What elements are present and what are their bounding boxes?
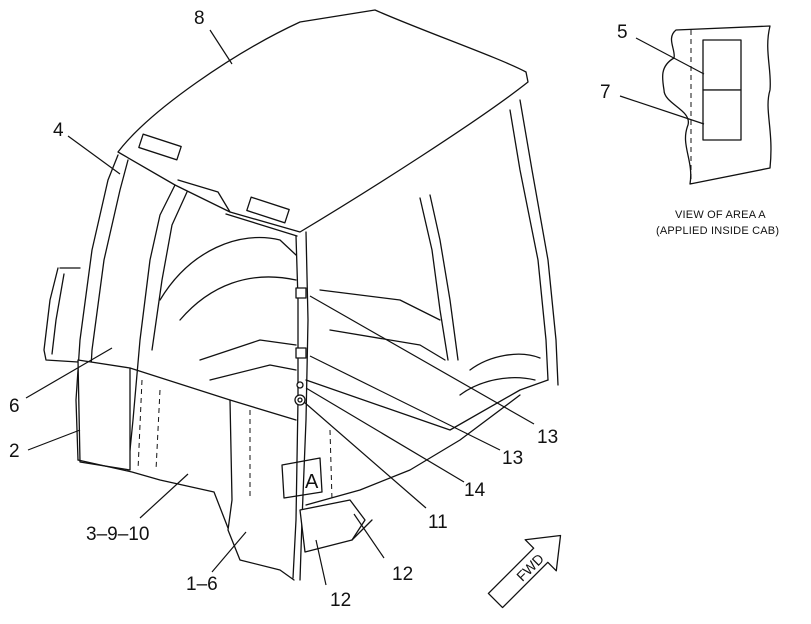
cab-frame	[43, 99, 559, 581]
callout-1-6: 1–6	[186, 574, 218, 595]
callout-14: 14	[464, 480, 486, 501]
inset-caption-line2: (APPLIED INSIDE CAB)	[656, 225, 779, 237]
inset-view-area-a: 5 7 VIEW OF AREA A (APPLIED INSIDE CAB)	[600, 22, 779, 237]
decal-markers	[294, 287, 307, 406]
callout-2: 2	[9, 441, 20, 462]
callout-12-bottom: 12	[330, 590, 351, 611]
callout-13-lower: 13	[502, 448, 523, 469]
callout-5: 5	[617, 22, 628, 43]
leader-lines	[25, 29, 535, 586]
callout-6: 6	[9, 396, 20, 417]
inset-caption-line1: VIEW OF AREA A	[675, 209, 766, 221]
callout-7: 7	[600, 82, 611, 103]
callout-13-upper: 13	[537, 427, 558, 448]
callout-4: 4	[53, 120, 64, 141]
callout-11: 11	[428, 512, 448, 533]
callout-12-right: 12	[392, 564, 413, 585]
callout-3-9-10: 3–9–10	[86, 524, 149, 545]
area-a-marker: A	[281, 457, 323, 499]
roof-panel	[117, 9, 529, 237]
decal-5	[702, 39, 742, 91]
fwd-arrow: FWD	[487, 534, 562, 609]
callout-8: 8	[194, 8, 205, 29]
decal-7	[702, 89, 742, 141]
callout-labels: 8 4 6 2 3–9–10 1–6 12 12 11 14 13 13	[9, 8, 558, 611]
area-a-label: A	[305, 471, 319, 493]
